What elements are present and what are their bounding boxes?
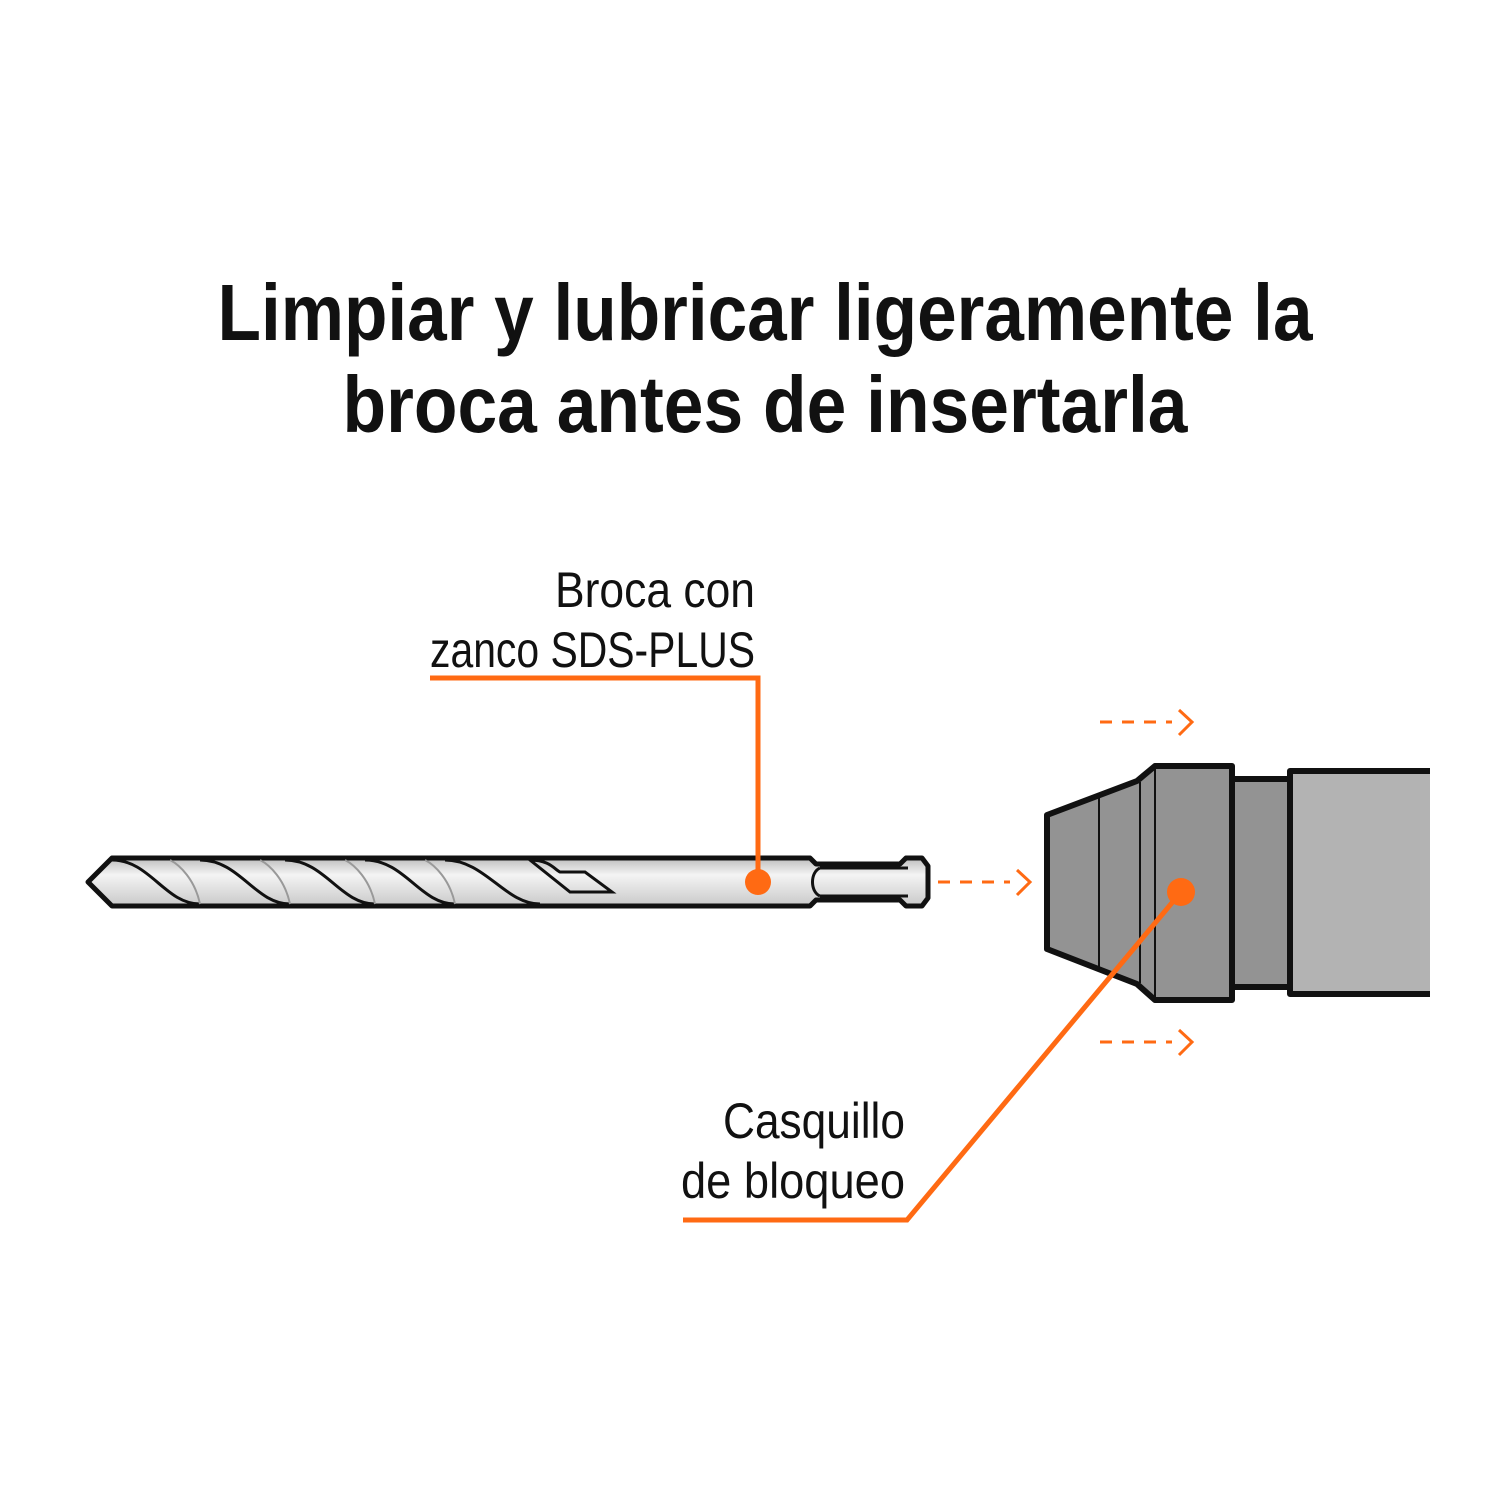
bit-label-line-2: zanco SDS-PLUS	[430, 622, 755, 678]
drill-bit	[85, 855, 931, 909]
chuck	[1044, 763, 1430, 1003]
chuck-label-line-1: Casquillo	[723, 1093, 905, 1149]
arrow-right-icon	[938, 868, 1033, 897]
title-line-1: Limpiar y lubricar ligeramente la	[218, 268, 1313, 357]
arrow-right-icon	[1100, 708, 1195, 737]
chuck-callout: Casquillo de bloqueo	[681, 878, 1195, 1223]
bit-label-line-1: Broca con	[555, 562, 755, 618]
title-line-2: broca antes de insertarla	[343, 360, 1188, 449]
bit-callout: Broca con zanco SDS-PLUS	[430, 562, 771, 895]
chuck-label-line-2: de bloqueo	[681, 1153, 905, 1209]
arrow-right-icon	[1100, 1028, 1195, 1057]
insert-direction-arrows	[938, 708, 1195, 1057]
